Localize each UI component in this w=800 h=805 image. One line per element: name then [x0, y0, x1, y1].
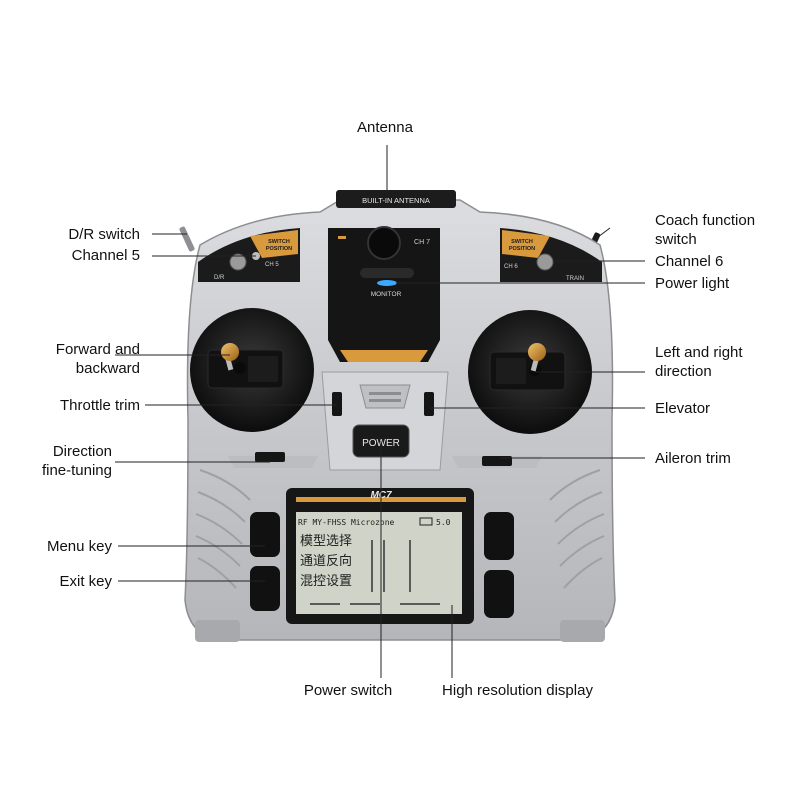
label-coach-line2: switch [655, 231, 697, 248]
throttle-trim[interactable] [332, 392, 342, 416]
label-elevator: Elevator [655, 400, 711, 417]
label-direction-line2: fine-tuning [41, 462, 112, 479]
stick-mode-switch[interactable] [359, 384, 411, 409]
antenna-plate-text: BUILT-IN ANTENNA [362, 196, 430, 205]
leader-lines [115, 145, 645, 678]
elevator-trim[interactable] [424, 392, 434, 416]
label-power-switch: Power switch [303, 682, 393, 699]
screen-menu-1: 模型选择 [300, 533, 352, 548]
label-menu-key: Menu key [46, 538, 112, 555]
ch5-tag: CH 5 [265, 262, 279, 268]
label-direction-line1: Direction [52, 443, 112, 460]
dr-tag: D/R [214, 275, 225, 281]
label-throttle-trim: Throttle trim [59, 397, 140, 414]
ch7-knob[interactable] [367, 226, 401, 260]
label-exit-key: Exit key [59, 573, 112, 590]
label-forward-line2: backward [75, 360, 140, 377]
label-aileron-trim: Aileron trim [655, 450, 731, 467]
right-stick[interactable] [528, 343, 546, 361]
right-lower-key[interactable] [484, 570, 514, 618]
leader-coach [593, 227, 611, 241]
label-high-resolution-display: High resolution display [442, 682, 593, 699]
channel6-switch[interactable] [536, 253, 554, 271]
left-stick[interactable] [221, 343, 239, 361]
antenna-plate [336, 190, 456, 208]
monitor-tag: MONITOR [371, 291, 402, 298]
left-grip-ridges [195, 469, 251, 589]
dr-switch-lever[interactable] [179, 226, 195, 252]
screen-menu-2: 通道反向 [300, 553, 352, 568]
train-tag: TRAIN [566, 276, 584, 282]
screen-menu-3: 混控设置 [300, 573, 352, 588]
label-forward-line1: Forward and [55, 341, 140, 358]
switch-position-left-line2: POSITION [266, 246, 292, 252]
dr-switch[interactable] [229, 253, 247, 271]
ch6-tag: CH 6 [504, 264, 518, 270]
monitor-panel [328, 228, 440, 362]
menu-key[interactable] [250, 512, 280, 557]
direction-fine-tuning-trim[interactable] [255, 452, 285, 462]
label-left-right-line2: direction [655, 363, 712, 380]
ch7-tag: CH 7 [414, 239, 430, 246]
right-grip-ridges [549, 469, 605, 589]
lcd-screen [296, 512, 462, 614]
screen-header: RF MY-FHSS Microzone [298, 518, 395, 527]
power-light [377, 280, 397, 286]
switch-position-right-line1: SWITCH [511, 239, 533, 245]
screen-battery: 5.0 [436, 518, 451, 527]
label-channel6: Channel 6 [655, 253, 724, 270]
label-antenna: Antenna [357, 119, 413, 136]
label-coach-line1: Coach function [655, 212, 756, 229]
label-left-right-line1: Left and right [655, 344, 743, 361]
label-power-light: Power light [655, 275, 730, 292]
switch-position-left-line1: SWITCH [268, 239, 290, 245]
screen-trim-bars [310, 540, 440, 605]
switch-position-right-line2: POSITION [509, 246, 535, 252]
label-dr-switch: D/R switch [68, 226, 140, 243]
right-upper-key[interactable] [484, 512, 514, 560]
exit-key[interactable] [250, 566, 280, 611]
label-channel5: Channel 5 [71, 247, 140, 264]
